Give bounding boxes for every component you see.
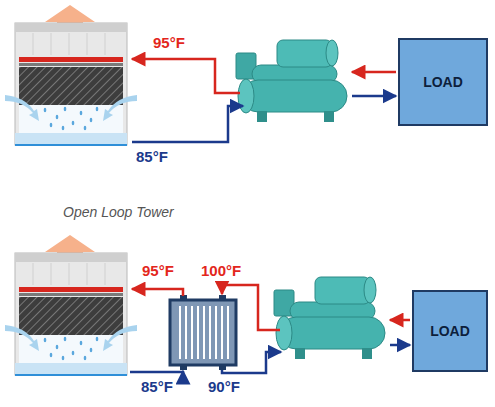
- temperature-label: 85°F: [140, 378, 174, 395]
- temperature-label: 90°F: [207, 378, 241, 395]
- tower-cold-pipe: [130, 371, 183, 372]
- temperature-label: 95°F: [141, 262, 175, 279]
- return-arrow: [352, 71, 396, 74]
- cooling-tower: [5, 5, 137, 145]
- temperature-label: 85°F: [135, 148, 169, 165]
- cold-water-pipe: [132, 106, 243, 142]
- hot-water-pipe: [132, 59, 240, 93]
- chiller: [274, 277, 385, 359]
- temperature-label: 95°F: [152, 34, 186, 51]
- tower-hot-pipe: [132, 289, 183, 296]
- return-arrow: [390, 319, 410, 322]
- box-label: LOAD: [430, 323, 470, 339]
- cooling-tower: [5, 235, 137, 375]
- chiller: [236, 40, 347, 122]
- temperature-label: 100°F: [200, 262, 242, 279]
- caption-label: Open Loop Tower: [62, 204, 175, 221]
- load-box: LOAD: [398, 38, 488, 126]
- load-box: LOAD: [412, 290, 488, 372]
- box-label: LOAD: [423, 74, 463, 90]
- supply-arrow: [390, 344, 410, 347]
- heat-exchanger: [170, 295, 236, 370]
- supply-arrow: [352, 95, 396, 98]
- chiller-hot-pipe: [222, 285, 280, 330]
- chiller-cold-pipe: [222, 352, 281, 373]
